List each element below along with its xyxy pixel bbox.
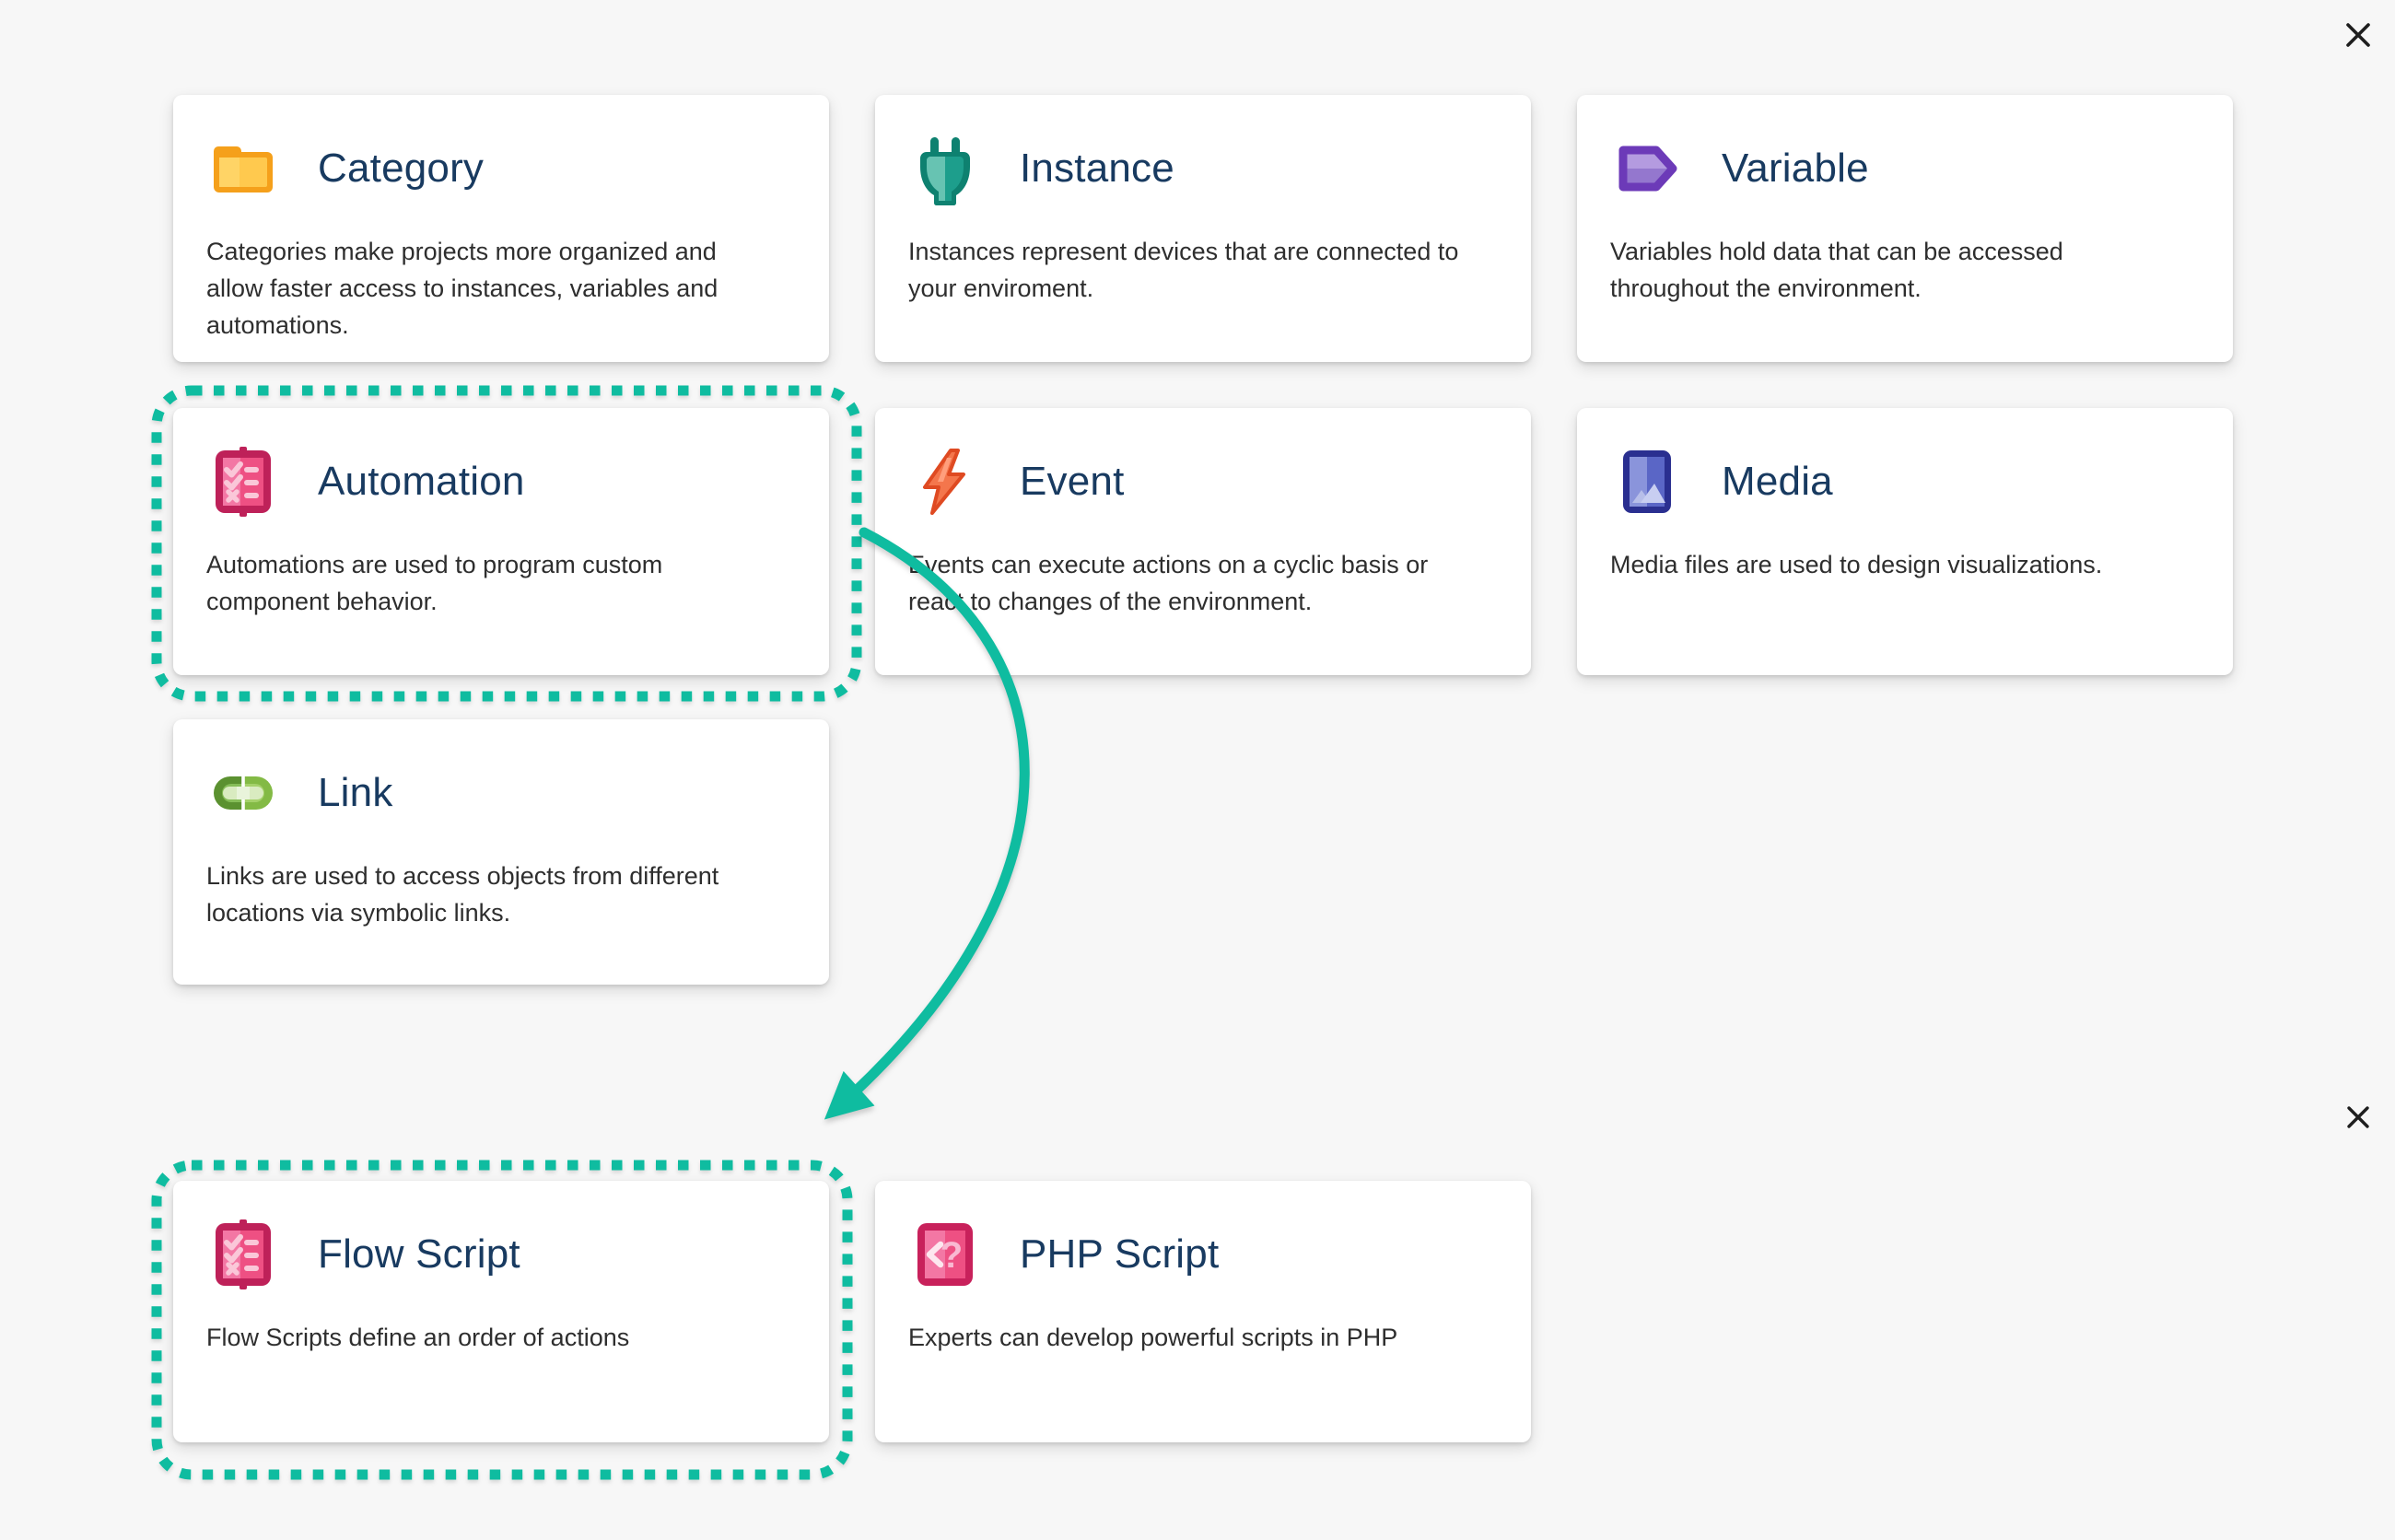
card-description: Flow Scripts define an order of actions — [206, 1324, 630, 1351]
card-description: Media files are used to design visualiza… — [1610, 551, 2103, 578]
card-description: Categories make projects more organized … — [206, 238, 718, 339]
php-code-icon: ? — [908, 1218, 982, 1291]
chain-link-icon — [206, 756, 280, 830]
card-title: Flow Script — [318, 1231, 520, 1277]
close-section-button[interactable] — [2340, 1099, 2377, 1136]
close-icon — [2346, 23, 2370, 47]
svg-text:?: ? — [940, 1235, 963, 1276]
card-description: Instances represent devices that are con… — [908, 238, 1459, 302]
card-instance[interactable]: Instance Instances represent devices tha… — [875, 95, 1531, 362]
card-title: Category — [318, 146, 485, 191]
close-icon — [2347, 1106, 2369, 1128]
card-description: Variables hold data that can be accessed… — [1610, 238, 2063, 302]
card-description: Experts can develop powerful scripts in … — [908, 1324, 1398, 1351]
card-category[interactable]: Category Categories make projects more o… — [173, 95, 829, 362]
card-title: Media — [1722, 459, 1833, 504]
card-description: Automations are used to program custom c… — [206, 551, 663, 615]
card-event[interactable]: Event Events can execute actions on a cy… — [875, 408, 1531, 675]
card-description: Events can execute actions on a cyclic b… — [908, 551, 1429, 615]
close-button[interactable] — [2340, 17, 2377, 53]
card-variable[interactable]: Variable Variables hold data that can be… — [1577, 95, 2233, 362]
card-title: PHP Script — [1020, 1231, 1220, 1277]
media-image-icon — [1610, 445, 1684, 519]
card-php-script[interactable]: ? PHP Script Experts can develop powerfu… — [875, 1181, 1531, 1442]
card-title: Link — [318, 770, 393, 815]
variable-tag-icon — [1610, 132, 1684, 205]
folder-icon — [206, 132, 280, 205]
lightning-icon — [908, 445, 982, 519]
card-title: Instance — [1020, 146, 1174, 191]
card-flow-script[interactable]: Flow Script Flow Scripts define an order… — [173, 1181, 829, 1442]
card-description: Links are used to access objects from di… — [206, 862, 719, 927]
card-link[interactable]: Link Links are used to access objects fr… — [173, 719, 829, 985]
checklist-icon — [206, 1218, 280, 1291]
card-media[interactable]: Media Media files are used to design vis… — [1577, 408, 2233, 675]
card-automation[interactable]: Automation Automations are used to progr… — [173, 408, 829, 675]
checklist-icon — [206, 445, 280, 519]
card-title: Event — [1020, 459, 1125, 504]
plug-icon — [908, 132, 982, 205]
card-title: Automation — [318, 459, 525, 504]
card-title: Variable — [1722, 146, 1869, 191]
